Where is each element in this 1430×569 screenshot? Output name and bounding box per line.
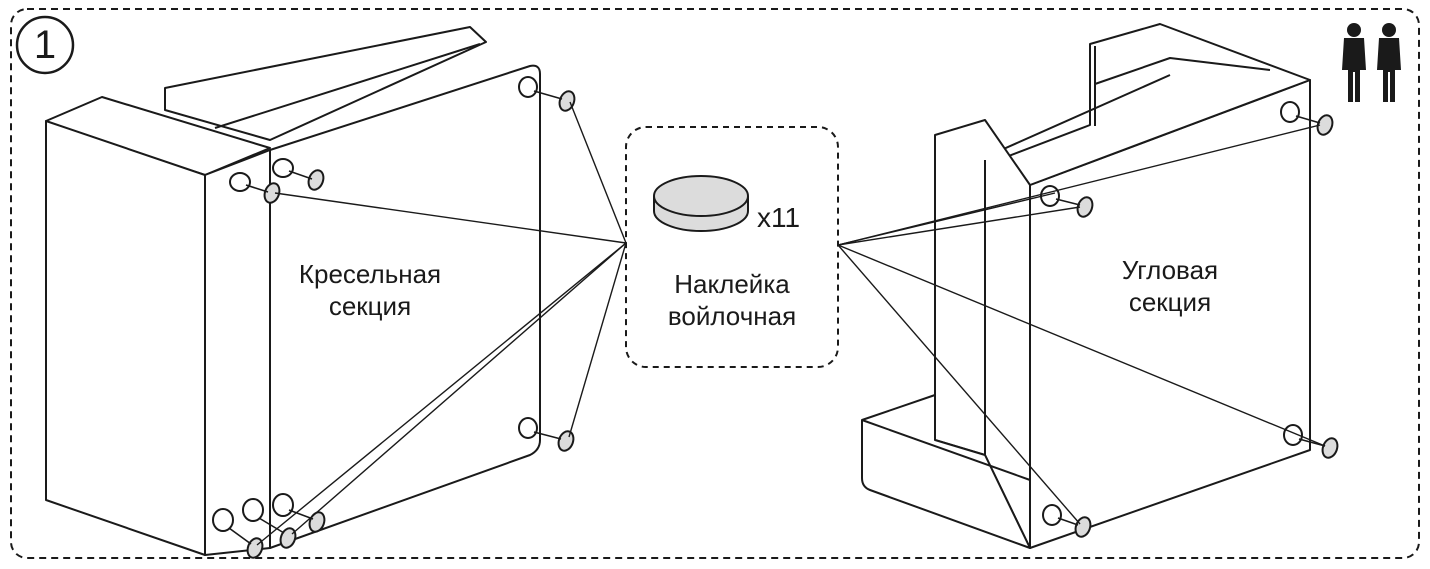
armchair-pegs — [212, 76, 538, 532]
step-number: 1 — [33, 23, 57, 67]
armchair-felt-pads — [246, 90, 576, 559]
corner-section-drawing — [861, 23, 1311, 549]
armchair-section-label-line2: секция — [328, 291, 412, 321]
armchair-section-drawing — [45, 26, 541, 556]
armchair-connectors — [228, 90, 563, 545]
armchair-section-label-line1: Кресельная — [298, 259, 442, 289]
corner-section-label-line2: секция — [1128, 287, 1212, 317]
felt-pad-icon — [653, 175, 749, 232]
legend-box — [625, 126, 839, 368]
corner-section-label-line1: Угловая — [1121, 255, 1219, 285]
dashed-frame — [10, 8, 1420, 559]
legend-quantity: x11 — [757, 202, 801, 233]
right-leader-lines — [837, 124, 1326, 525]
step-circle — [15, 15, 75, 75]
legend-name-line2: войлочная — [667, 301, 797, 331]
legend-name-line1: Наклейка — [674, 269, 790, 299]
corner-felt-pads — [1074, 114, 1339, 538]
two-persons-icon — [1342, 23, 1401, 102]
left-leader-lines — [256, 101, 627, 546]
